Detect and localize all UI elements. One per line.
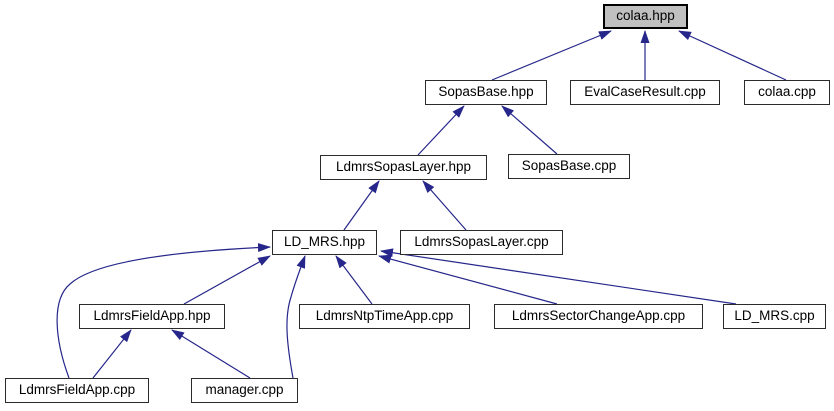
node-SopasBase_hpp[interactable]: SopasBase.hpp	[425, 80, 547, 105]
node-SopasBase_cpp[interactable]: SopasBase.cpp	[508, 154, 630, 179]
edge-colaa_cpp-to-colaa_hpp	[678, 30, 787, 81]
node-label: LD_MRS.cpp	[734, 308, 815, 324]
node-label: LdmrsSopasLayer.hpp	[335, 159, 472, 175]
node-label: SopasBase.hpp	[438, 84, 534, 100]
edge-SopasBase_cpp-to-SopasBase_hpp	[501, 105, 558, 155]
node-label: EvalCaseResult.cpp	[584, 84, 706, 100]
node-label: colaa.cpp	[758, 84, 816, 100]
node-label: SopasBase.cpp	[521, 158, 617, 174]
edge-LdmrsSopasLayer_cpp-to-LdmrsSopasLayer_hpp	[422, 180, 467, 231]
edge-LD_MRS_cpp-to-LD_MRS_hpp	[380, 248, 737, 305]
edge-LdmrsNtpTimeApp_cpp-to-LD_MRS_hpp	[335, 255, 373, 305]
node-colaa_hpp[interactable]: colaa.hpp	[603, 4, 688, 29]
node-LD_MRS_cpp[interactable]: LD_MRS.cpp	[723, 304, 826, 329]
edge-LD_MRS_hpp-to-LdmrsSopasLayer_hpp	[343, 180, 380, 231]
edge-LdmrsSopasLayer_hpp-to-SopasBase_hpp	[417, 105, 465, 156]
node-colaa_cpp[interactable]: colaa.cpp	[744, 80, 830, 105]
node-manager_cpp[interactable]: manager.cpp	[191, 378, 298, 403]
node-EvalCaseResult_cpp[interactable]: EvalCaseResult.cpp	[570, 80, 720, 105]
node-label: colaa.hpp	[616, 8, 675, 24]
node-label: manager.cpp	[205, 382, 284, 398]
edge-manager_cpp-to-LdmrsFieldApp_hpp	[171, 329, 251, 379]
node-LdmrsFieldApp_hpp[interactable]: LdmrsFieldApp.hpp	[79, 304, 225, 329]
node-LD_MRS_hpp[interactable]: LD_MRS.hpp	[272, 230, 377, 255]
node-label: LD_MRS.hpp	[283, 234, 366, 250]
node-LdmrsSopasLayer_cpp[interactable]: LdmrsSopasLayer.cpp	[400, 230, 563, 255]
node-label: LdmrsSopasLayer.cpp	[414, 234, 549, 250]
node-label: LdmrsFieldApp.cpp	[18, 382, 136, 398]
edge-LdmrsFieldApp_hpp-to-LD_MRS_hpp	[183, 255, 271, 305]
node-LdmrsFieldApp_cpp[interactable]: LdmrsFieldApp.cpp	[5, 378, 149, 403]
edge-LdmrsFieldApp_cpp-to-LdmrsFieldApp_hpp	[92, 329, 132, 379]
edge-LdmrsFieldApp_cpp-to-LD_MRS_hpp	[56, 243, 271, 379]
node-LdmrsNtpTimeApp_cpp[interactable]: LdmrsNtpTimeApp.cpp	[299, 304, 470, 329]
edge-SopasBase_hpp-to-colaa_hpp	[491, 30, 612, 81]
edge-manager_cpp-to-LD_MRS_hpp	[286, 255, 306, 379]
node-label: LdmrsNtpTimeApp.cpp	[315, 308, 454, 324]
node-LdmrsSectorChangeApp_cpp[interactable]: LdmrsSectorChangeApp.cpp	[494, 304, 703, 329]
node-label: LdmrsSectorChangeApp.cpp	[511, 308, 686, 324]
edge-LdmrsSectorChangeApp_cpp-to-LD_MRS_hpp	[378, 254, 558, 305]
node-label: LdmrsFieldApp.hpp	[93, 308, 211, 324]
node-LdmrsSopasLayer_hpp[interactable]: LdmrsSopasLayer.hpp	[320, 155, 487, 180]
